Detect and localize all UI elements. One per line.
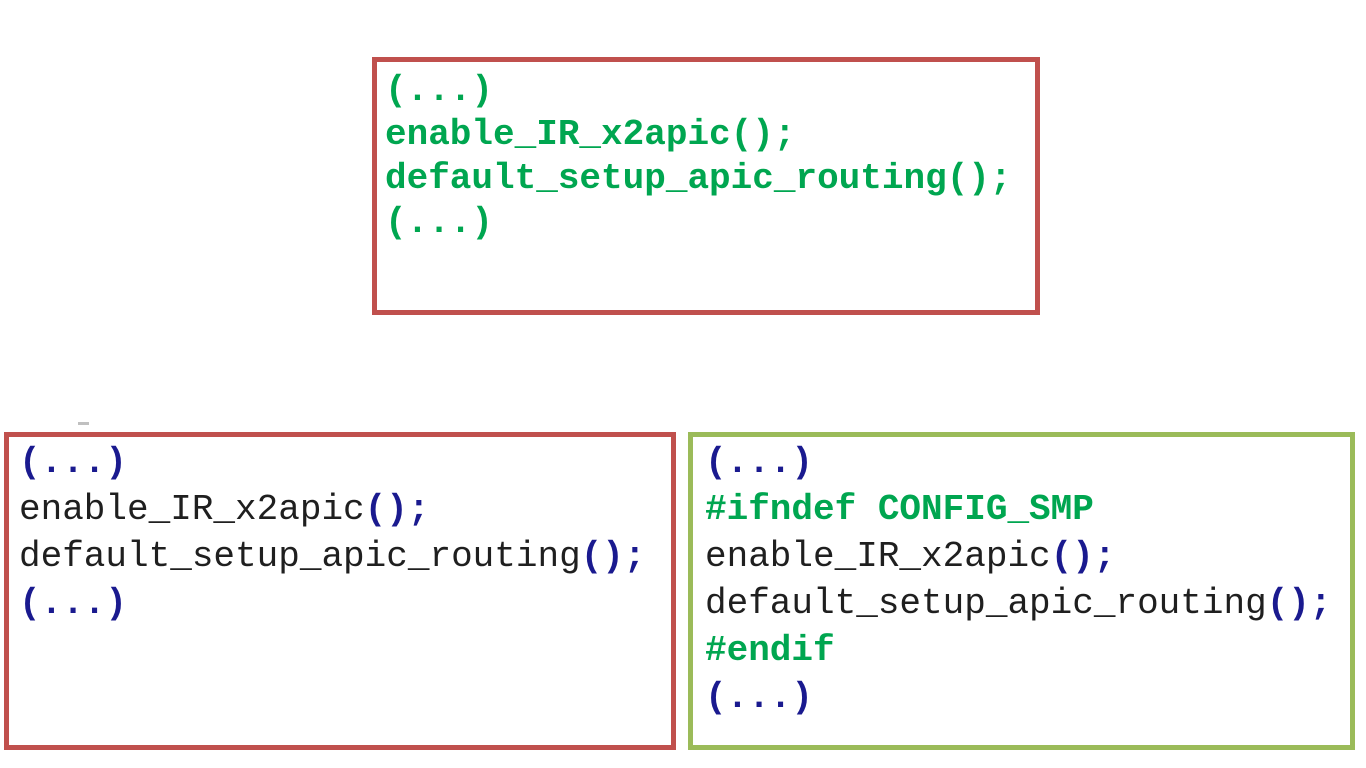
code-line: (...) [19, 580, 663, 627]
code-line: (...) [705, 674, 1342, 721]
code-segment: (...) [385, 202, 494, 243]
code-line: enable_IR_x2apic(); [705, 533, 1342, 580]
code-segment: (); [1266, 583, 1332, 624]
code-segment: (...) [705, 677, 814, 718]
code-line: (...) [385, 69, 1027, 113]
code-line: (...) [19, 439, 663, 486]
code-line: default_setup_apic_routing(); [705, 580, 1342, 627]
code-segment: (...) [19, 442, 128, 483]
code-segment: default_setup_apic_routing(); [385, 158, 1012, 199]
code-line: default_setup_apic_routing(); [19, 533, 663, 580]
code-segment: default_setup_apic_routing [705, 583, 1267, 624]
code-box-before-patch: (...) enable_IR_x2apic(); default_setup_… [4, 432, 676, 750]
code-line: default_setup_apic_routing(); [385, 157, 1027, 201]
code-segment: (...) [19, 583, 128, 624]
code-segment: (...) [705, 442, 814, 483]
code-line: enable_IR_x2apic(); [385, 113, 1027, 157]
code-segment: (...) [385, 70, 494, 111]
code-segment: (); [364, 489, 430, 530]
code-segment: #endif [705, 630, 835, 671]
code-segment: enable_IR_x2apic(); [385, 114, 796, 155]
stray-mark [78, 422, 89, 425]
code-line: (...) [705, 439, 1342, 486]
code-line: enable_IR_x2apic(); [19, 486, 663, 533]
code-segment: enable_IR_x2apic [705, 536, 1051, 577]
code-line: #endif [705, 627, 1342, 674]
code-line: (...) [385, 201, 1027, 245]
code-segment: enable_IR_x2apic [19, 489, 365, 530]
code-box-after-patch: (...) #ifndef CONFIG_SMP enable_IR_x2api… [688, 432, 1355, 750]
code-segment: (); [580, 536, 646, 577]
code-line: #ifndef CONFIG_SMP [705, 486, 1342, 533]
code-segment: (); [1050, 536, 1116, 577]
code-box-original: (...) enable_IR_x2apic(); default_setup_… [372, 57, 1040, 315]
code-segment: default_setup_apic_routing [19, 536, 581, 577]
code-segment: #ifndef CONFIG_SMP [705, 489, 1094, 530]
